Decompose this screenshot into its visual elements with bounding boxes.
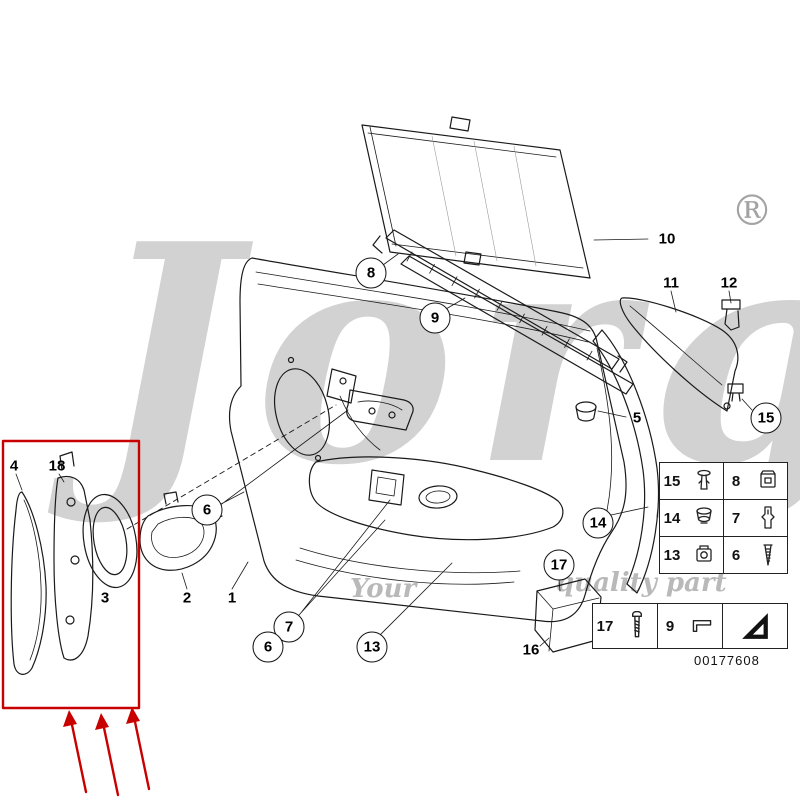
registered-trademark-icon: ® (731, 186, 773, 235)
screw-icon (748, 541, 787, 569)
callout-13: 13 (356, 631, 388, 663)
highlight-arrows (63, 707, 151, 797)
callout-2: 2 (182, 589, 192, 607)
legend-cell-13: 13 (660, 537, 724, 574)
nut-clip-icon (684, 541, 723, 569)
callout-3: 3 (100, 589, 110, 607)
trim-strip-part (10, 491, 47, 675)
legend-cell-14: 14 (660, 500, 724, 537)
legend-cell-15: 15 (660, 463, 724, 500)
square-clip-icon (748, 467, 787, 495)
leader-lines (15, 238, 753, 647)
callout-14: 14 (582, 507, 614, 539)
watermark-tagline-left: Your (350, 574, 417, 604)
callout-12: 12 (720, 274, 738, 292)
diagram-part-number: 00177608 (694, 653, 760, 668)
callout-16: 16 (522, 641, 540, 659)
legend-cell-8: 8 (724, 463, 788, 500)
legend-cell-7: 7 (724, 500, 788, 537)
speaker-ring-part (82, 493, 138, 589)
callout-6b: 6 (252, 631, 284, 663)
legend-cell-17: 17 (593, 604, 658, 649)
callout-11: 11 (663, 274, 679, 292)
spring-clip-icon (748, 504, 787, 532)
grommet-icon (684, 504, 723, 532)
corner-arrow-icon (723, 611, 787, 641)
highlight-box (1, 439, 141, 710)
callout-9: 9 (419, 302, 451, 334)
callout-17: 17 (543, 549, 575, 581)
clip-12-part (721, 299, 741, 331)
callout-15: 15 (750, 402, 782, 434)
legend-cell-arrow (723, 604, 788, 649)
callout-10: 10 (658, 230, 676, 248)
legend-cell-9: 9 (658, 604, 723, 649)
watermark-brand: Jorg (95, 178, 800, 531)
callout-18: 18 (48, 457, 66, 475)
fastener-legend-grid-row2: 17 9 (592, 603, 788, 649)
long-screw-icon (617, 611, 657, 641)
callout-6: 6 (191, 494, 223, 526)
clip-15-part (727, 383, 744, 402)
handle-carrier-part (53, 451, 94, 661)
corner-trim-part (619, 297, 739, 412)
push-rivet-icon (684, 467, 723, 495)
callout-1: 1 (227, 589, 237, 607)
callout-4: 4 (9, 457, 19, 475)
window-shade-part (361, 116, 591, 279)
callout-8: 8 (355, 257, 387, 289)
callout-5: 5 (632, 409, 642, 427)
flat-clip-icon (682, 611, 722, 641)
sill-strip-part (592, 329, 660, 594)
legend-cell-6: 6 (724, 537, 788, 574)
fastener-legend-grid: 15 8 14 7 13 (659, 462, 788, 574)
grommet-part (575, 401, 597, 422)
